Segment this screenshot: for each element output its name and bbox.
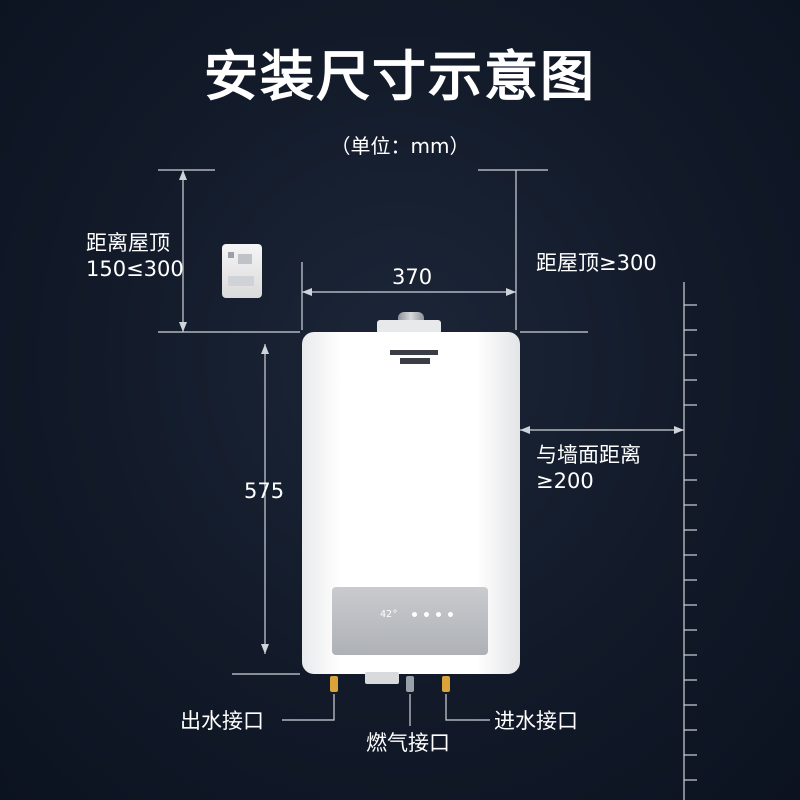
heater-logo: [390, 350, 438, 368]
water-inlet-label: 进水接口: [494, 709, 578, 733]
leader-water-outlet: [282, 694, 335, 721]
gas-detector-image: [222, 244, 262, 298]
arrow-width-right: [506, 288, 516, 296]
right-ceiling-distance-label: 距屋顶≥300: [536, 251, 657, 275]
arrow-left-ceiling-top: [179, 170, 187, 180]
ceiling-distance-line1: 距离屋顶: [86, 231, 170, 255]
temperature-display: 42°: [380, 609, 399, 620]
flue-collar: [377, 320, 441, 334]
arrow-height-top: [261, 344, 269, 354]
gas-inlet-label: 燃气接口: [366, 731, 450, 755]
water-outlet-label: 出水接口: [180, 709, 264, 733]
ceiling-distance-label: 距离屋顶 150≤300: [86, 230, 184, 282]
arrow-height-bottom: [261, 644, 269, 654]
heater-base-block: [365, 672, 399, 684]
panel-button-icon: [412, 612, 417, 617]
wall-distance-line1: 与墙面距离: [536, 443, 641, 467]
panel-button-icon: [436, 612, 441, 617]
arrow-left-ceiling-bottom: [179, 322, 187, 332]
page-title: 安装尺寸示意图: [204, 45, 596, 108]
ceiling-distance-line2: 150≤300: [86, 257, 184, 281]
water-inlet-fitting: [442, 676, 450, 692]
panel-button-icon: [424, 612, 429, 617]
wall-distance-label: 与墙面距离 ≥200: [536, 442, 641, 494]
gas-inlet-fitting: [406, 676, 414, 692]
control-panel: 42°: [332, 587, 488, 655]
arrow-wall-right: [674, 426, 684, 434]
arrow-wall-left: [520, 426, 530, 434]
unit-note: （单位：mm）: [330, 134, 470, 158]
height-label: 575: [244, 479, 285, 503]
panel-button-icon: [448, 612, 453, 617]
water-outlet-fitting: [330, 676, 338, 692]
leader-water-inlet: [445, 694, 490, 721]
wall-distance-line2: ≥200: [536, 469, 594, 493]
arrow-width-left: [302, 288, 312, 296]
wall-hatching: [684, 304, 697, 781]
water-heater-unit: 42°: [302, 332, 520, 674]
width-label: 370: [392, 265, 433, 289]
